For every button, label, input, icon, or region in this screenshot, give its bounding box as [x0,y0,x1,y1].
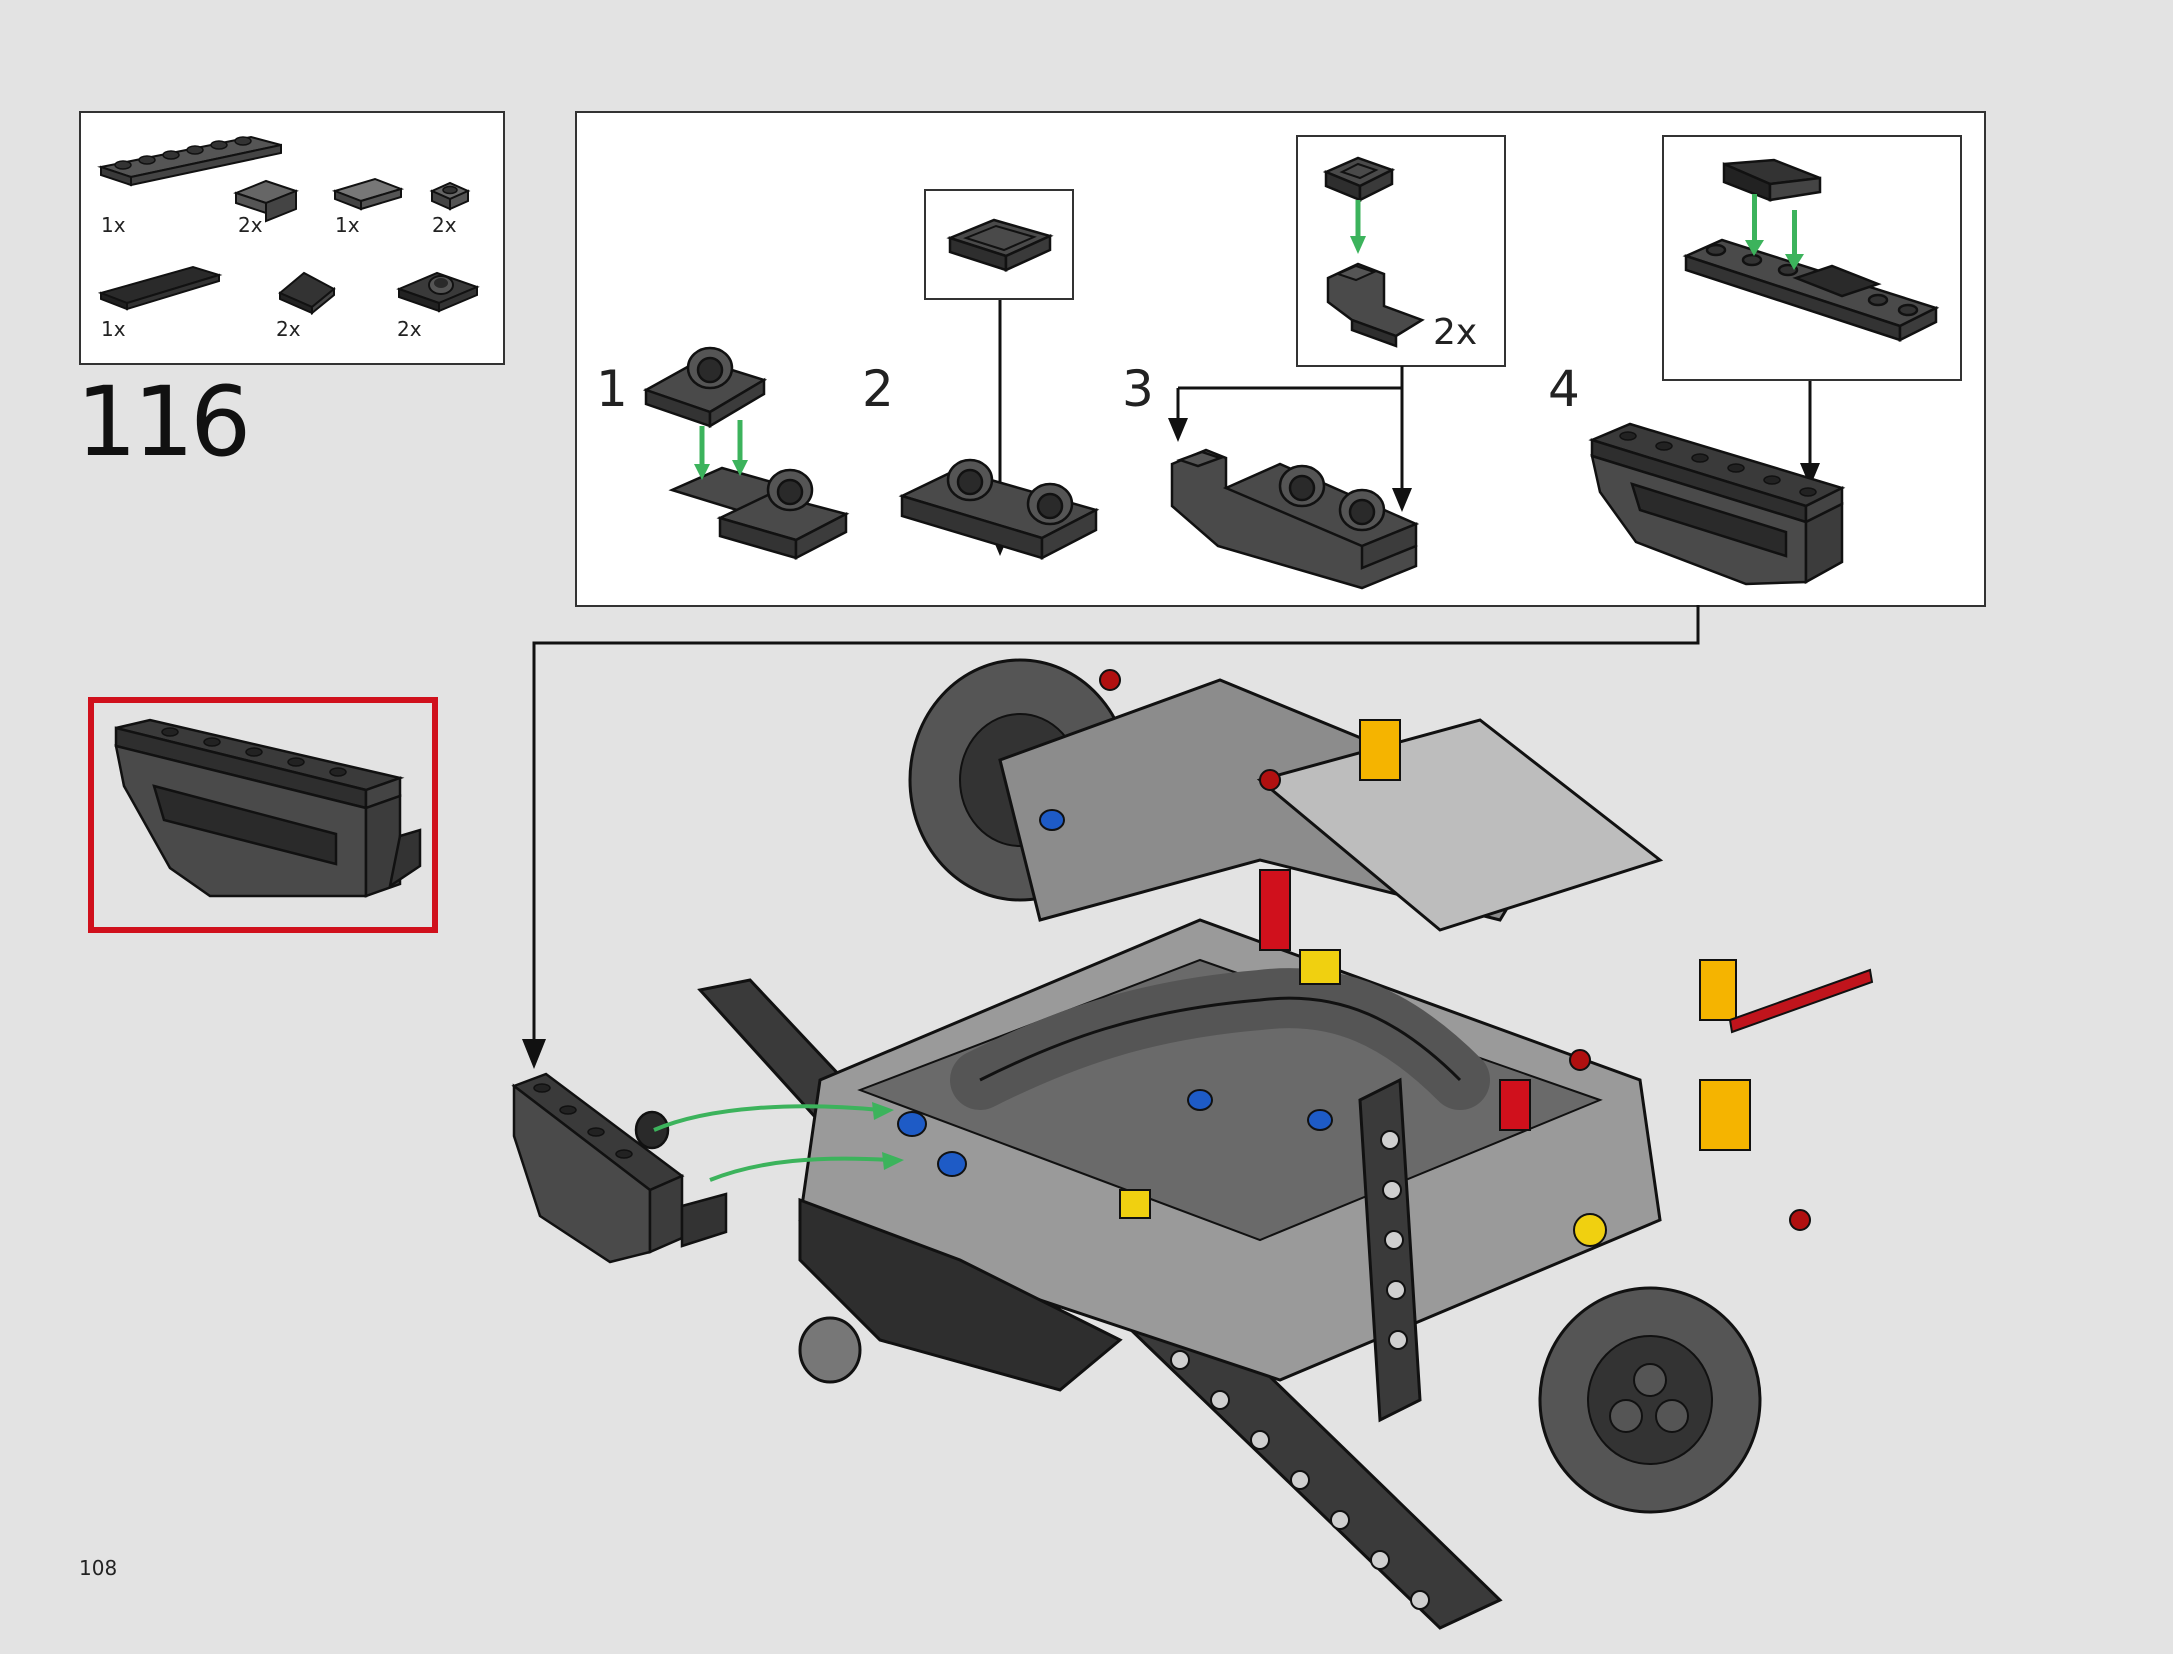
parts-qty: 2x [397,317,422,341]
substep-1-assembly [642,346,850,561]
substep-label: 2 [862,360,894,418]
highlight-part [114,718,422,898]
substep-label: 3 [1122,360,1154,418]
callout-qty: 2x [1433,312,1478,353]
bracket-icon [1326,262,1425,348]
bracket-icon [233,179,299,223]
parts-list: 1x 2x 1x 2x 1x 2x 2x [79,111,505,365]
attach-arrow [522,605,1700,1069]
substep-4-callout-parts [1682,158,1940,343]
substep-2-assembly [898,458,1100,561]
parts-qty: 1x [335,213,360,237]
main-model [697,658,1874,1630]
page-number: 108 [79,1556,118,1580]
substep-4-assembly [1588,422,1846,586]
substep-label: 4 [1548,360,1580,418]
attach-part [511,1072,728,1264]
plate-with-clip-icon [396,271,480,313]
tile-1x2-icon [331,177,405,211]
plate-1x1-icon [429,181,471,211]
substep-3-assembly [1170,448,1420,590]
parts-qty: 2x [276,317,301,341]
plate-1x1-icon [1322,156,1396,203]
substep-4-arrow [1800,381,1820,487]
substep-label: 1 [596,360,628,418]
slope-icon [278,271,336,316]
step-number: 116 [76,366,251,478]
substep-3-arrows [1168,366,1412,512]
parts-qty: 1x [101,213,126,237]
attach-green-arrows [653,1102,904,1182]
parts-qty: 2x [432,213,457,237]
blue-pins [897,809,1333,1177]
substep-3-green-arrow [1350,200,1366,254]
tile-1x4-icon [97,265,223,311]
red-axle [1728,968,1874,1034]
parts-qty: 1x [101,317,126,341]
plate-1x6-icon [97,135,282,187]
yellow-part [1359,719,1401,781]
parts-qty: 2x [238,213,263,237]
tile-1x2-icon [946,218,1054,272]
